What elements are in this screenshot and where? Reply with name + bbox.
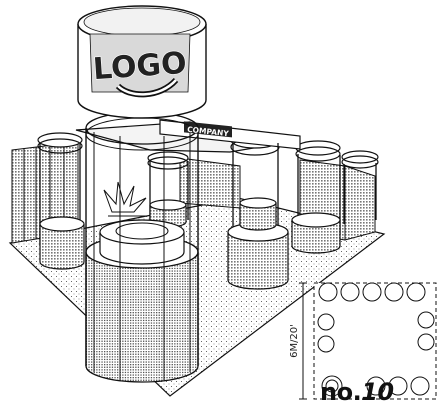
fascia-company-text: COMPANY — [187, 125, 230, 138]
caption-number: 10 — [361, 378, 394, 406]
floor-plan — [313, 282, 437, 400]
design-number-caption: no.10 — [320, 378, 394, 406]
central-tower — [77, 5, 207, 383]
fascia-band — [159, 119, 301, 150]
logo-text: LOGO — [92, 46, 188, 87]
plant-decoration — [103, 181, 148, 217]
counters — [39, 197, 341, 290]
caption-prefix: no. — [320, 378, 362, 406]
plan-dimension-label: 6M/20' — [289, 324, 300, 358]
plan-dimension-arrow — [299, 282, 307, 400]
